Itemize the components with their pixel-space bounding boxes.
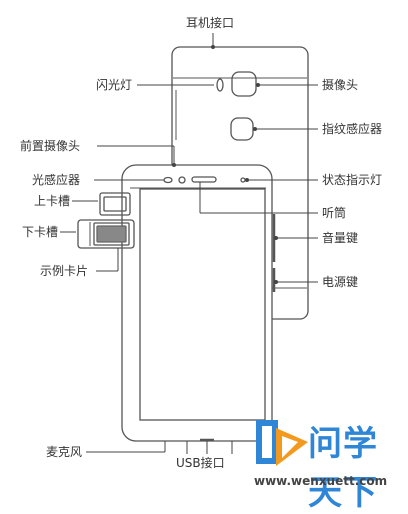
tray-example-card	[96, 225, 127, 243]
upper-card-slot-label: 上卡槽	[34, 194, 71, 208]
power-key-label: 电源键	[322, 275, 359, 289]
status-indicator-dot	[245, 178, 249, 182]
watermark-brand: 问学天下	[308, 424, 378, 513]
watermark-logo: 问学天下 www.wenxuett.com	[252, 412, 404, 513]
rear-camera-dot	[256, 83, 260, 87]
front-camera-lens	[178, 176, 186, 184]
watermark-logo-icon	[256, 420, 308, 466]
power-key-dot	[274, 280, 278, 284]
phone-diagram	[60, 33, 318, 454]
card-tray-example-label: 示例卡片	[40, 264, 89, 278]
usb-port-label: USB接口	[176, 456, 225, 470]
earphone-jack-dot	[211, 45, 215, 49]
flash-led	[216, 78, 224, 92]
lower-card-slot-inner	[93, 222, 130, 246]
fingerprint-sensor-label: 指纹感应器	[322, 122, 383, 136]
front-camera-label: 前置摄像头	[20, 139, 81, 153]
light-sensor-label: 光感应器	[32, 173, 81, 187]
upper-card-tray	[99, 192, 131, 216]
earphone-jack-label: 耳机接口	[186, 16, 235, 30]
receiver-grille	[191, 176, 217, 183]
phone-screen	[139, 188, 266, 421]
rear-camera-lens	[231, 71, 257, 97]
fingerprint-sensor-shape	[230, 117, 254, 141]
upper-card-slot-inner	[103, 196, 127, 212]
volume-key-label: 音量键	[322, 231, 359, 245]
microphone-label: 麦克风	[46, 445, 83, 459]
status-indicator-label: 状态指示灯	[322, 173, 383, 187]
rear-camera-label: 摄像头	[322, 78, 359, 92]
volume-key-dot	[274, 236, 278, 240]
lower-card-slot-label: 下卡槽	[22, 225, 59, 239]
receiver-label: 听筒	[322, 206, 347, 220]
fingerprint-dot	[253, 127, 257, 131]
flash-label: 闪光灯	[96, 78, 133, 92]
watermark-url: www.wenxuett.com	[254, 474, 388, 488]
lower-card-tray	[77, 219, 135, 249]
front-camera-dot	[172, 163, 176, 167]
